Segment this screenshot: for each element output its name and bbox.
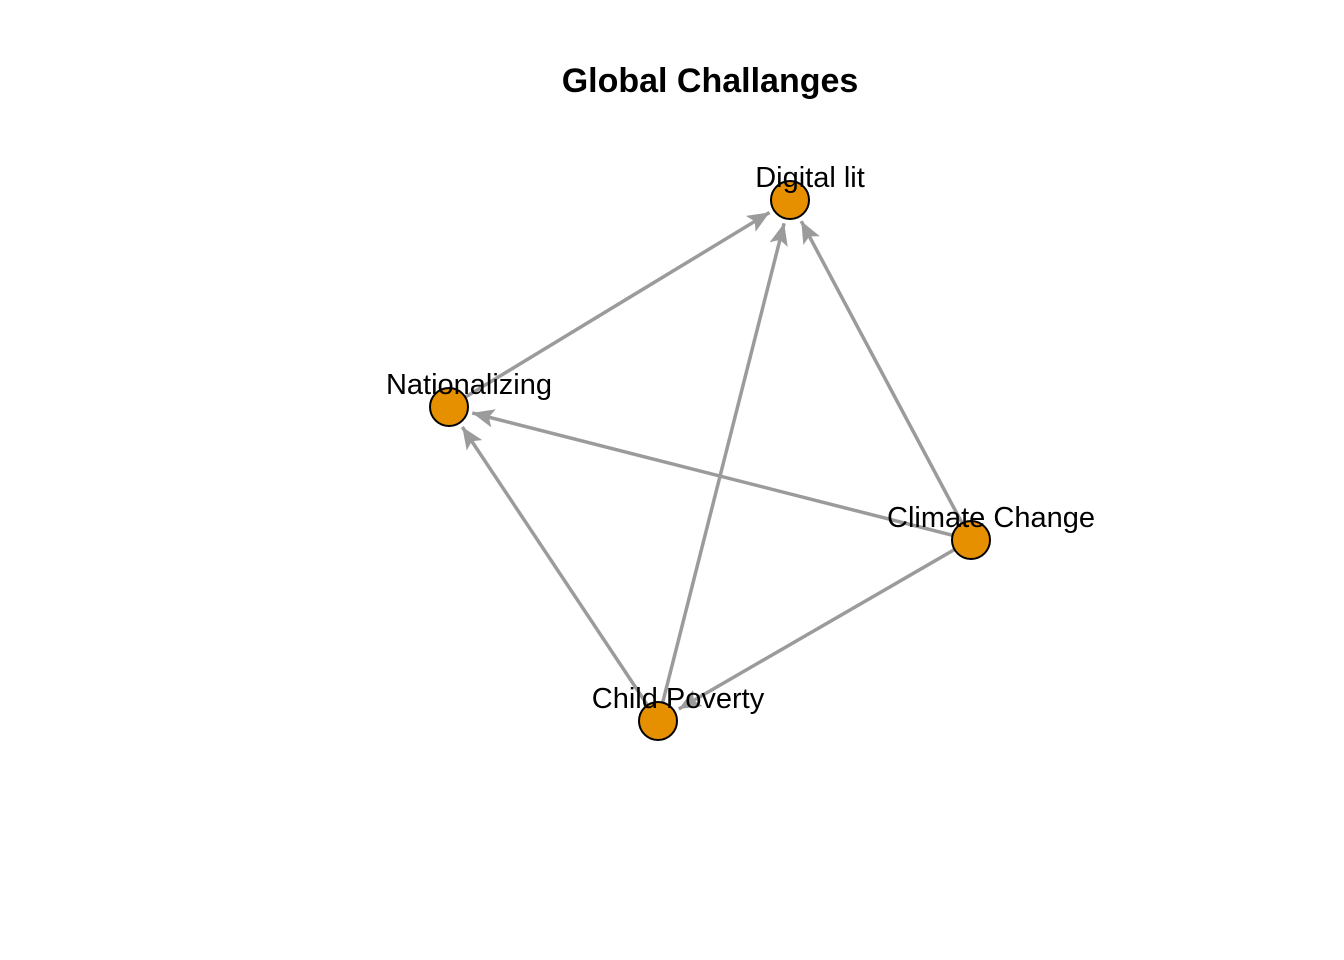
- edge-climate-to-child: [677, 547, 956, 711]
- node-digital[interactable]: [770, 180, 810, 220]
- edge-child-to-national: [460, 426, 649, 707]
- edges-layer: [460, 210, 964, 711]
- node-label-climate: Climate Change: [887, 502, 1095, 534]
- edge-climate-to-national: [471, 409, 954, 538]
- node-climate[interactable]: [951, 520, 991, 560]
- nodes-layer: [429, 180, 991, 741]
- node-national[interactable]: [429, 387, 469, 427]
- edge-climate-to-digital: [799, 220, 964, 525]
- edge-national-to-digital: [464, 210, 771, 399]
- node-label-child: Child Poverty: [592, 683, 765, 715]
- diagram-title: Global Challanges: [562, 62, 859, 100]
- node-label-digital: Digital lit: [755, 162, 865, 194]
- node-child[interactable]: [638, 701, 678, 741]
- edge-child-to-digital: [660, 222, 788, 704]
- node-label-national: Nationalizing: [386, 369, 552, 401]
